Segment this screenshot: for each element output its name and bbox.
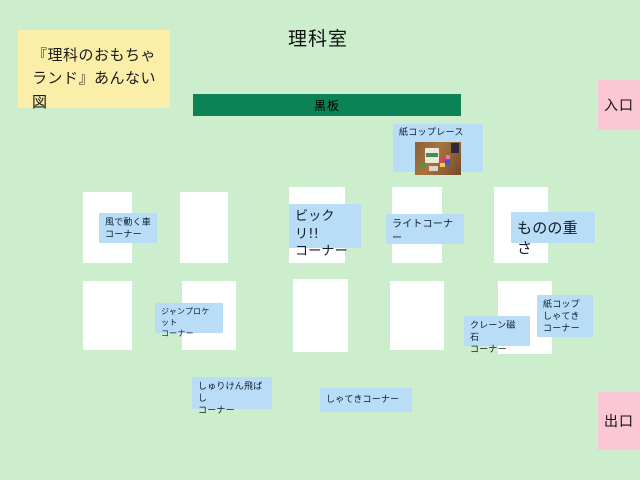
- blackboard: 黒板: [193, 94, 461, 116]
- corner-label-crane-jishaku[interactable]: クレーン磁石 コーナー: [464, 316, 530, 355]
- entrance-door[interactable]: 入口: [598, 80, 640, 130]
- exit-door[interactable]: 出口: [598, 392, 640, 450]
- corner-label-light[interactable]: ライトコーナー: [386, 214, 464, 244]
- corner-label-kaze-de-ugoku-kuruma[interactable]: 風で動く車 コーナー: [99, 213, 157, 243]
- photo-cup-band: [426, 152, 438, 157]
- corner-label-shateki[interactable]: しゃてきコーナー: [320, 388, 412, 412]
- guide-map-caption: 『理科のおもちゃランド』あんない図: [18, 30, 170, 111]
- paper-cup-race-card[interactable]: 紙コップレース: [393, 124, 483, 175]
- paper-cup-race-photo: [415, 141, 461, 175]
- photo-dark-object: [451, 142, 459, 153]
- paper-cup-race-caption: 紙コップレース: [399, 128, 464, 138]
- photo-pink-object: [446, 154, 450, 159]
- corner-label-jump-rocket[interactable]: ジャンプロケット コーナー: [155, 303, 223, 338]
- photo-green-object: [419, 163, 426, 168]
- page-title: 理科室: [288, 28, 349, 50]
- desk-r1-c2: [180, 192, 228, 263]
- desk-r2-c3: [293, 279, 348, 352]
- photo-white-object: [429, 165, 438, 171]
- corner-label-shuriken-tobashi[interactable]: しゅりけん飛ばし コーナー: [192, 377, 272, 416]
- corner-label-mono-no-omosa[interactable]: ものの重さ: [511, 212, 595, 257]
- desk-r2-c1: [83, 281, 132, 350]
- photo-red-object: [440, 157, 445, 163]
- corner-label-bikkuri[interactable]: ビックリ!! コーナー: [289, 204, 361, 259]
- photo-yellow-object: [440, 162, 445, 167]
- photo-blue-object: [445, 159, 450, 165]
- desk-r2-c4: [390, 281, 444, 350]
- corner-label-kamikoppu-shateki[interactable]: 紙コップ しゃてき コーナー: [537, 295, 593, 337]
